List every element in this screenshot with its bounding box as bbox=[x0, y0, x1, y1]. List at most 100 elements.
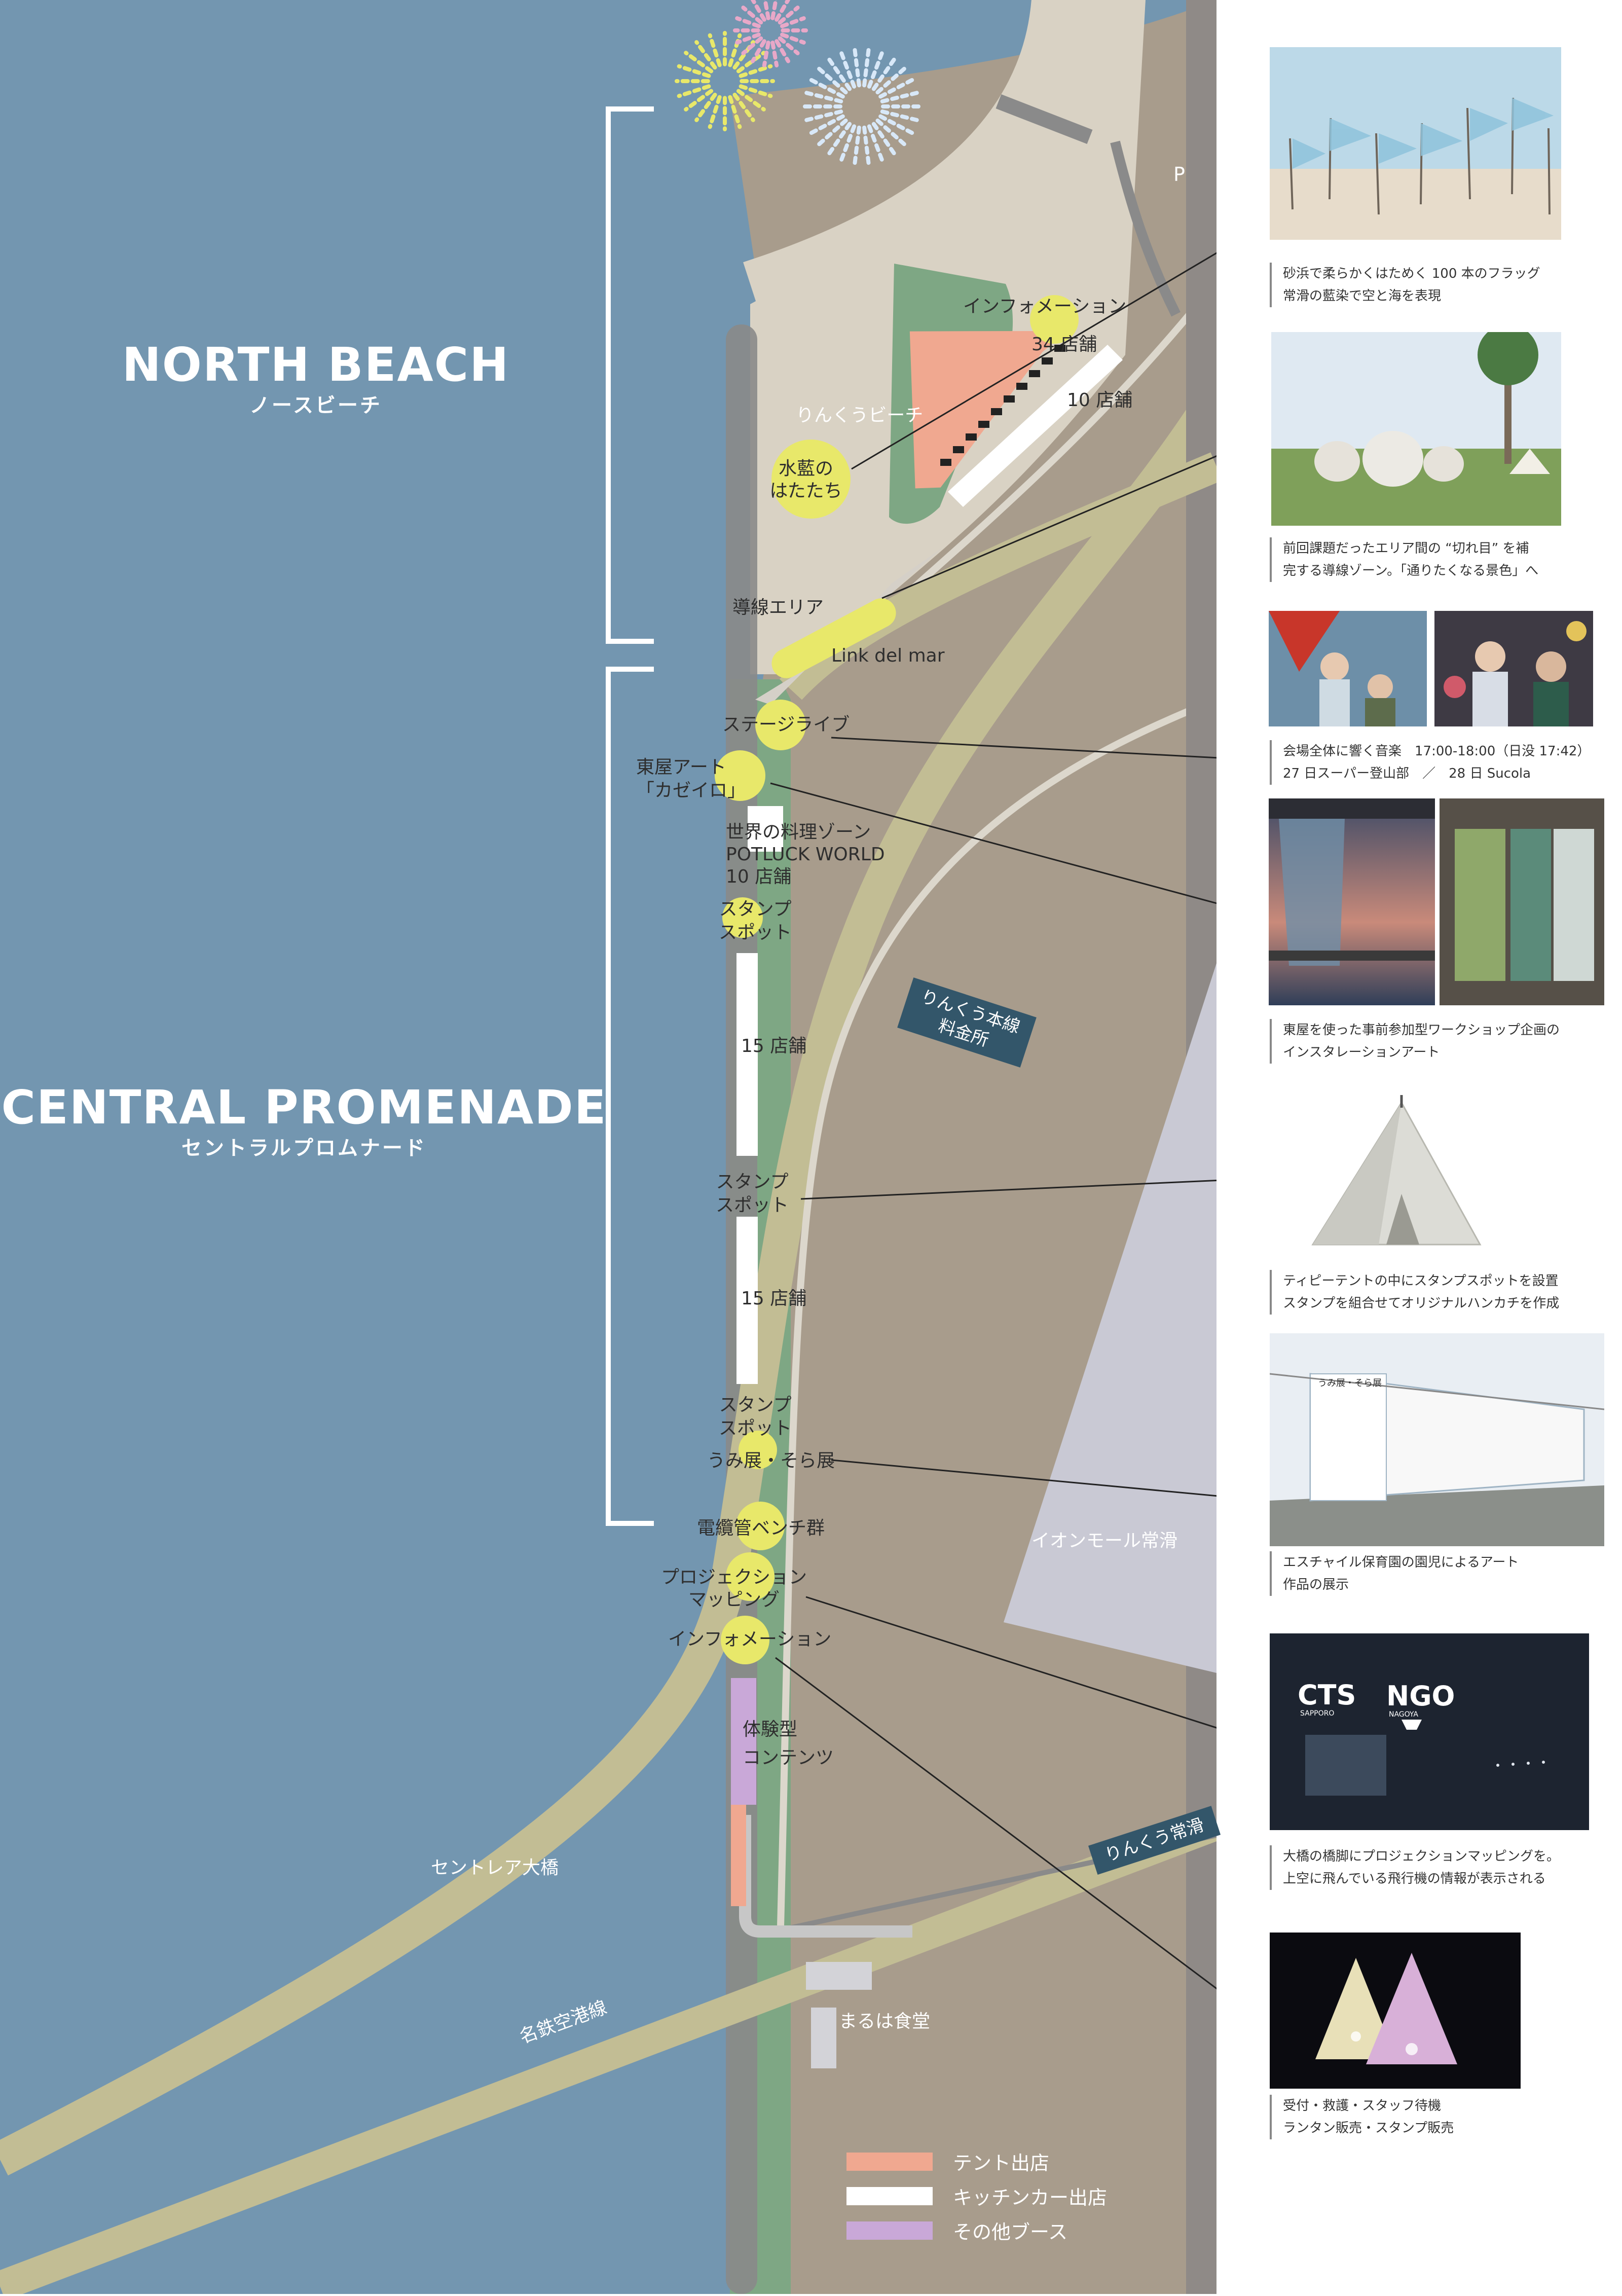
stores-15b-label: 15 店舗 bbox=[741, 1288, 807, 1309]
photo-exhibit-image bbox=[1270, 1333, 1604, 1546]
link-del-mar-deck bbox=[755, 548, 943, 705]
dousen-label: 導線エリア bbox=[732, 597, 824, 618]
exhibit-title-text: うみ展・そら展 bbox=[1318, 1378, 1382, 1389]
azumaya-label-2: 「カゼイロ」 bbox=[636, 780, 746, 801]
leader-lines bbox=[770, 222, 1270, 2024]
marker-bench bbox=[736, 1502, 785, 1550]
marker-stamp-1 bbox=[722, 897, 763, 938]
marker-umi-sora bbox=[739, 1431, 777, 1469]
north-beach-title: NORTH BEACH ノースビーチ bbox=[122, 337, 509, 418]
south-access-path bbox=[739, 1815, 912, 1938]
photo-lanterns bbox=[1270, 1933, 1521, 2089]
spot-markers bbox=[715, 295, 1079, 1664]
projection-cts: CTS bbox=[1298, 1679, 1356, 1711]
photo-azumaya-2-image bbox=[1440, 798, 1604, 1005]
marker-azumaya bbox=[715, 750, 765, 801]
stamp-3-label-b: スポット bbox=[718, 1418, 792, 1439]
projection-sapporo: SAPPORO bbox=[1300, 1709, 1335, 1718]
stamp-1-label-b: スポット bbox=[718, 922, 792, 943]
legend-swatch-tent bbox=[846, 2152, 933, 2171]
stores-34-label: 34 店舗 bbox=[1031, 334, 1097, 355]
caption-teepee: ティピーテントの中にスタンプスポットを設置 スタンプを組合せてオリジナルハンカチ… bbox=[1270, 1270, 1559, 1315]
event-map: NORTH BEACH ノースビーチ CENTRAL PROMENADE セント… bbox=[0, 0, 1270, 2296]
photo-domes bbox=[1271, 332, 1561, 526]
aeon-mall-block bbox=[1004, 963, 1216, 1673]
ramp-line-1 bbox=[777, 696, 1218, 1927]
legend-swatch-other bbox=[846, 2221, 933, 2240]
map-graphic bbox=[0, 0, 1270, 2296]
photo-teepee bbox=[1257, 1092, 1541, 1262]
taiken-label-1: 体験型 bbox=[743, 1719, 798, 1740]
caption-dousen-line1: 前回課題だったエリア間の “切れ目” を補 bbox=[1283, 541, 1529, 556]
legend-item-other: その他ブース bbox=[846, 2216, 1067, 2244]
caption-dousen: 前回課題だったエリア間の “切れ目” を補 完する導線ゾーン。「通りたくなる景色… bbox=[1270, 537, 1538, 582]
dousen-area-marker bbox=[771, 598, 896, 678]
rinku-beach-label: りんくうビーチ bbox=[796, 405, 924, 426]
umi-sora-label: うみ展・そら展 bbox=[707, 1450, 835, 1471]
stamp-1-label-a: スタンプ bbox=[719, 899, 792, 920]
projection-ngo: NGO bbox=[1386, 1680, 1455, 1712]
photo-domes-image bbox=[1271, 332, 1561, 526]
caption-lanterns-line1: 受付・救護・スタッフ待機 bbox=[1283, 2098, 1442, 2113]
caption-exhibit: エスチャイル保育園の園児によるアート 作品の展示 bbox=[1270, 1551, 1519, 1596]
centrair-bridge-label: セントレア大橋 bbox=[431, 1857, 559, 1878]
photo-stage-live-1-image bbox=[1269, 611, 1427, 726]
booth-markers-north bbox=[940, 345, 1065, 466]
central-promenade-jp: セントラルプロムナード bbox=[181, 1137, 427, 1160]
photo-projection-image bbox=[1270, 1633, 1589, 1830]
caption-azumaya-line1: 東屋を使った事前参加型ワークショップ企画の bbox=[1283, 1023, 1560, 1038]
kitchen-car-area-north bbox=[948, 345, 1123, 507]
north-beach-jp: ノースビーチ bbox=[249, 394, 382, 417]
north-pier-road bbox=[996, 94, 1093, 144]
caption-flags-line2: 常滑の藍染で空と海を表現 bbox=[1283, 288, 1442, 304]
central-promenade-bracket bbox=[606, 667, 654, 1526]
info-south-label: インフォメーション bbox=[668, 1629, 832, 1650]
caption-projection-line2: 上空に飛んでいる飛行機の情報が表示される bbox=[1283, 1871, 1546, 1886]
caption-exhibit-line1: エスチャイル保育園の園児によるアート bbox=[1283, 1555, 1519, 1570]
tent-area-south bbox=[731, 1805, 746, 1906]
world-label-1: 世界の料理ゾーン bbox=[726, 822, 871, 843]
photo-lanterns-image bbox=[1270, 1933, 1521, 2089]
photo-stage-live-2 bbox=[1434, 611, 1593, 726]
caption-lanterns: 受付・救護・スタッフ待機 ランタン販売・スタンプ販売 bbox=[1270, 2095, 1454, 2139]
caption-teepee-line2: スタンプを組合せてオリジナルハンカチを作成 bbox=[1283, 1296, 1560, 1311]
photo-azumaya-2 bbox=[1440, 798, 1604, 1005]
world-label-3: 10 店舗 bbox=[726, 866, 792, 887]
marker-projection bbox=[726, 1552, 775, 1601]
marker-suiran bbox=[771, 440, 851, 519]
projection-nagoya: NAGOYA bbox=[1389, 1710, 1418, 1719]
legend-swatch-kitchen bbox=[846, 2186, 933, 2205]
north-beach-bracket bbox=[606, 106, 654, 644]
caption-stage-live: 会場全体に響く音楽 17:00-18:00（日没 17:42） 27 日スーパー… bbox=[1270, 740, 1590, 785]
caption-teepee-line1: ティピーテントの中にスタンプスポットを設置 bbox=[1283, 1273, 1559, 1289]
caption-dousen-line2: 完する導線ゾーン。「通りたくなる景色」へ bbox=[1283, 563, 1539, 578]
kitchen-car-15b bbox=[736, 1217, 758, 1384]
photo-azumaya-1 bbox=[1269, 798, 1435, 1005]
info-north-label: インフォメーション bbox=[963, 296, 1127, 317]
caption-projection-line1: 大橋の橋脚にプロジェクションマッピングを。 bbox=[1283, 1849, 1560, 1864]
fireworks-icon bbox=[675, 0, 925, 169]
photo-azumaya-1-image bbox=[1269, 798, 1435, 1005]
projection-label-2: マッピング bbox=[688, 1589, 780, 1610]
stamp-3-label-a: スタンプ bbox=[719, 1395, 792, 1415]
aeon-label: イオンモール常滑 bbox=[1031, 1530, 1178, 1551]
tent-area-north bbox=[909, 331, 1067, 489]
marui-block-2 bbox=[811, 2008, 836, 2068]
caption-flags: 砂浜で柔らかくはためく 100 本のフラッグ 常滑の藍染で空と海を表現 bbox=[1270, 263, 1540, 307]
bench-label: 電纜管ベンチ群 bbox=[697, 1518, 825, 1539]
azumaya-label-1: 東屋アート bbox=[636, 757, 726, 778]
stamp-2-label-b: スポット bbox=[715, 1195, 789, 1216]
access-road bbox=[1110, 140, 1181, 317]
photo-flags-image bbox=[1270, 47, 1561, 240]
caption-lanterns-line2: ランタン販売・スタンプ販売 bbox=[1283, 2121, 1454, 2136]
legend-label-tent: テント出店 bbox=[953, 2152, 1050, 2174]
suiran-label-1: 水藍の bbox=[778, 458, 834, 479]
legend-item-tent: テント出店 bbox=[846, 2147, 1049, 2175]
world-label-2: POTLUCK WORLD bbox=[726, 844, 885, 865]
marui-label: まるは食堂 bbox=[839, 2011, 931, 2032]
meitetsu-line bbox=[0, 1810, 1222, 2296]
caption-exhibit-line2: 作品の展示 bbox=[1283, 1577, 1349, 1592]
stores-10-label: 10 店舗 bbox=[1067, 390, 1133, 411]
photo-teepee-image bbox=[1257, 1092, 1541, 1262]
caption-stage-live-line1: 会場全体に響く音楽 17:00-18:00（日没 17:42） bbox=[1283, 744, 1591, 759]
